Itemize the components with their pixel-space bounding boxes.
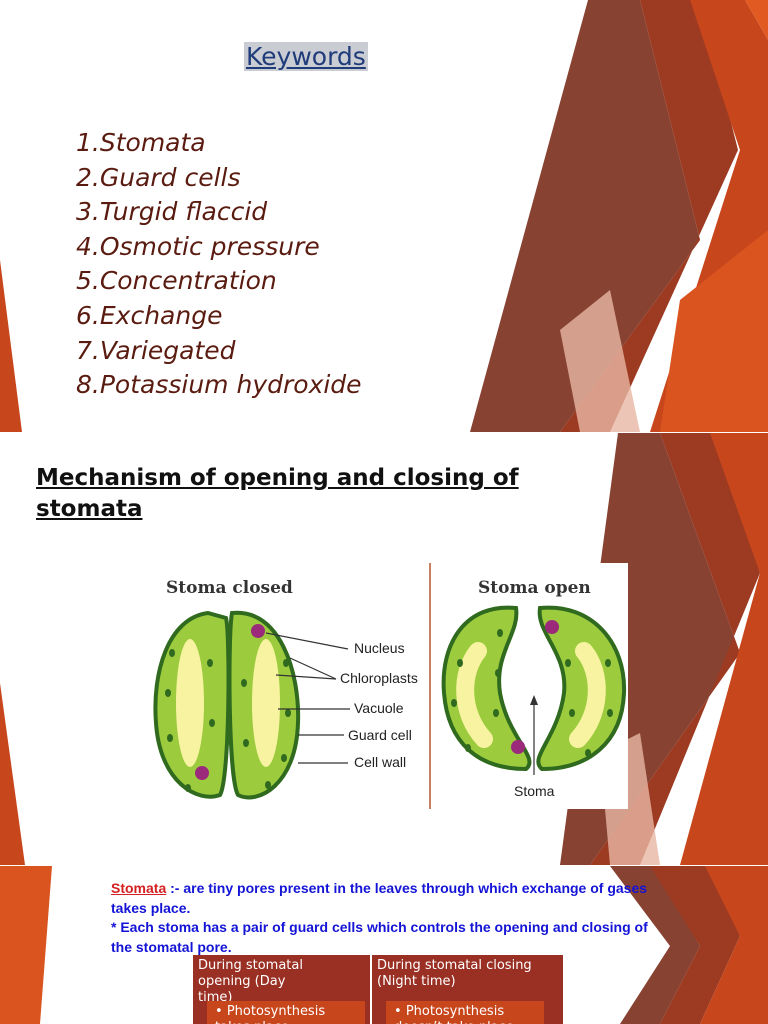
keyword-item: 8.Potassium hydroxide [76,370,362,400]
keyword-item: 2.Guard cells [76,162,241,192]
stomata-term: Stomata [111,880,167,896]
stoma-open-label: Stoma open [478,578,591,598]
keywords-title: Keywords [244,42,368,71]
guard-cell-label: Guard cell [348,727,412,743]
closing-bullet: • Photosynthesis doesn’t take place [386,1001,544,1024]
chloroplasts-label: Chloroplasts [340,670,418,686]
keyword-item: 5.Concentration [76,266,277,296]
stomata-definition: are tiny pores present in the leaves thr… [111,880,648,916]
stoma-pore-label: Stoma [514,783,555,799]
mechanism-title: Mechanism of opening and closing of stom… [36,465,519,522]
table-column-opening: During stomatal opening (Day time) • Pho… [193,955,370,1024]
cell-wall-label: Cell wall [354,754,406,770]
guard-cell-note: * Each stoma has a pair of guard cells w… [111,919,648,955]
keyword-item: 4.Osmotic pressure [76,231,320,261]
slide-keywords: Keywords 1.Stomata 2.Guard cells 3.Turgi… [0,0,768,432]
keyword-item: 7.Variegated [76,335,236,365]
definition-separator: :- [166,880,184,896]
slide-stomata-definition: Stomata :- are tiny pores present in the… [0,866,768,1024]
keyword-item: 6.Exchange [76,300,223,330]
opening-bullet: • Photosynthesis takes place [207,1001,365,1024]
stoma-closed-label: Stoma closed [166,578,293,598]
opening-header: During stomatal opening (Day time) [198,958,303,1005]
closing-header: During stomatal closing (Night time) [377,958,532,989]
stomata-definition-text: Stomata :- are tiny pores present in the… [111,879,671,957]
vacuole-label: Vacuole [354,700,404,716]
keyword-item: 1.Stomata [76,128,206,157]
keyword-list: 1.Stomata 2.Guard cells 3.Turgid flaccid… [76,126,362,403]
slide-mechanism: Mechanism of opening and closing of stom… [0,433,768,865]
slide-decoration [0,866,768,1024]
slide-decoration [0,0,768,432]
keyword-item: 3.Turgid flaccid [76,197,268,227]
table-column-closing: During stomatal closing (Night time) • P… [372,955,563,1024]
nucleus-label: Nucleus [354,640,405,656]
stoma-diagram: Stoma closed Nucleus Chloroplasts Vacuol… [148,563,628,809]
